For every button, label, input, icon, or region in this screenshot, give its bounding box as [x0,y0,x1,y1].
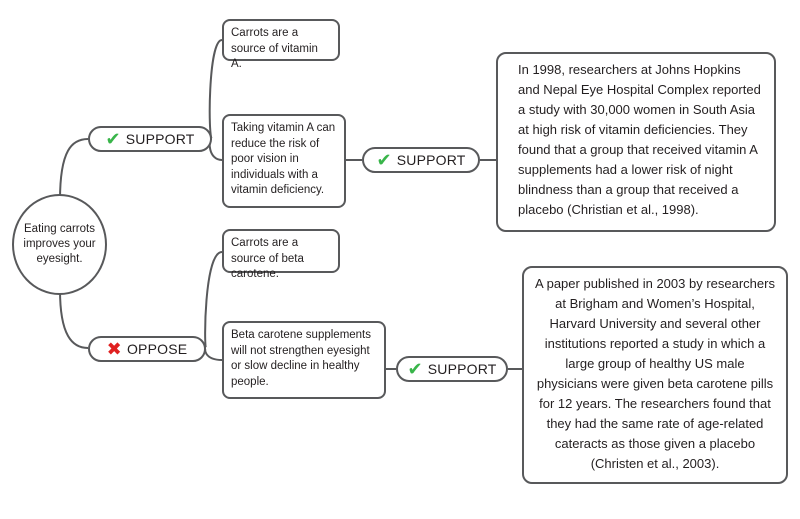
beta-carotene-evidence-pill: ✔ SUPPORT [396,356,508,382]
cross-icon: ✖ [106,339,122,359]
root-claim-text: Eating carrots improves your eyesight. [23,223,96,265]
claim-text: Carrots are a source of beta carotene. [231,237,304,280]
vitamin-a-evidence-box: In 1998, researchers at Johns Hopkins an… [496,52,776,232]
claim-text: Taking vitamin A can reduce the risk of … [231,122,336,196]
claim-vitamin-a-source: Carrots are a source of vitamin A. [222,19,340,70]
evidence-pill-label: SUPPORT [396,152,466,168]
oppose-branch-label: OPPOSE [126,341,188,357]
root-claim: Eating carrots improves your eyesight. [12,194,107,295]
check-icon: ✔ [105,129,121,149]
check-icon: ✔ [407,359,423,379]
claim-vitamin-a-effect: Taking vitamin A can reduce the risk of … [222,114,346,208]
claim-text: Carrots are a source of vitamin A. [231,27,318,70]
oppose-branch-pill: ✖ OPPOSE [88,336,206,362]
claim-beta-carotene-source: Carrots are a source of beta carotene. [222,229,340,280]
check-icon: ✔ [376,150,392,170]
evidence-text: In 1998, researchers at Johns Hopkins an… [518,62,761,217]
claim-beta-carotene-effect: Beta carotene supplements will not stren… [222,321,386,399]
vitamin-a-evidence-pill: ✔ SUPPORT [362,147,480,173]
support-branch-pill: ✔ SUPPORT [88,126,212,152]
beta-carotene-evidence-box: A paper published in 2003 by researchers… [522,266,788,484]
evidence-pill-label: SUPPORT [427,361,497,377]
support-branch-label: SUPPORT [125,131,195,147]
evidence-text: A paper published in 2003 by researchers… [535,276,775,471]
claim-text: Beta carotene supplements will not stren… [231,329,372,388]
